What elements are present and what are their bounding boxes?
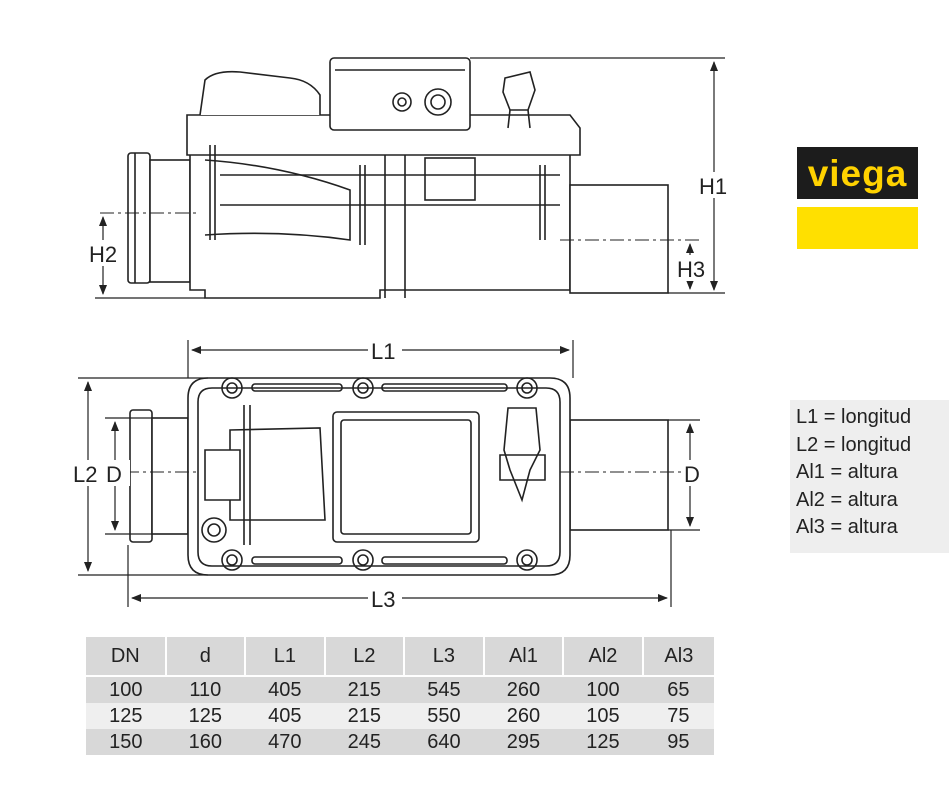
table-header-cell: DN — [86, 637, 166, 676]
table-cell: 105 — [563, 703, 643, 729]
side-outlet-pipe — [569, 184, 669, 294]
table-cell: 65 — [642, 675, 714, 703]
table-cell: 245 — [324, 729, 405, 755]
top-outlet-pipe — [569, 419, 669, 531]
table-row: 125 125 405 215 550 260 105 75 — [86, 703, 714, 729]
l1-label: L1 — [371, 339, 395, 364]
h1-label: H1 — [699, 174, 727, 199]
l3-label: L3 — [371, 587, 395, 612]
logo-wordmark: viega — [807, 152, 908, 194]
top-body-outline — [187, 377, 571, 576]
table-cell: 405 — [245, 703, 325, 729]
table-header-cell: L1 — [244, 637, 325, 676]
top-inlet-collar — [129, 409, 153, 543]
table-header-cell: d — [164, 637, 246, 676]
table-header-cell: L3 — [403, 637, 484, 676]
table-cell: 95 — [642, 729, 714, 755]
legend-item: Al1 = altura — [796, 461, 898, 483]
legend-item: L1 = longitud — [796, 406, 912, 428]
table-cell: 75 — [642, 703, 714, 729]
table-cell: 215 — [324, 675, 405, 703]
side-inlet-collar — [127, 152, 151, 284]
table-cell: 125 — [563, 729, 643, 755]
top-view — [100, 377, 700, 576]
table-cell: 545 — [404, 675, 484, 703]
table-cell: 260 — [483, 703, 564, 729]
table-cell: 405 — [245, 675, 325, 703]
legend-item: Al2 = altura — [796, 488, 898, 511]
top-inlet-pipe — [151, 417, 189, 535]
d-right-label: D — [684, 462, 700, 487]
dimensions-table: DN d L1 L2 L3 Al1 Al2 Al3 100 110 405 21… — [86, 637, 714, 755]
h2-label: H2 — [89, 242, 117, 267]
table-cell: 640 — [404, 729, 484, 755]
table-cell: 550 — [404, 703, 484, 729]
table-header-cell: Al3 — [641, 637, 714, 676]
table-cell: 100 — [563, 675, 643, 703]
legend-box: L1 = longitud L2 = longitud Al1 = altura… — [790, 400, 949, 553]
table-cell: 295 — [483, 729, 564, 755]
table-cell: 215 — [324, 703, 405, 729]
table-cell: 160 — [165, 729, 246, 755]
table-header-cell: Al1 — [482, 637, 564, 676]
table-cell: 470 — [245, 729, 325, 755]
logo-wordmark-box: viega — [797, 147, 918, 199]
h3-label: H3 — [677, 257, 705, 282]
table-header-cell: Al2 — [562, 637, 643, 676]
side-lid — [186, 114, 581, 156]
side-main-body — [189, 149, 571, 299]
legend-item: L2 = longitud — [796, 433, 912, 456]
table-cell: 260 — [483, 675, 564, 703]
table-row: 100 110 405 215 545 260 100 65 — [86, 675, 714, 703]
side-view — [100, 57, 700, 299]
side-inlet-pipe — [149, 159, 191, 283]
table-row: 150 160 470 245 640 295 125 95 — [86, 729, 714, 755]
logo-yellow-bar — [797, 207, 918, 249]
viega-logo: viega — [797, 147, 918, 249]
table-header-row: DN d L1 L2 L3 Al1 Al2 Al3 — [86, 637, 714, 676]
top-port — [201, 517, 227, 543]
table-cell: 150 — [86, 729, 166, 755]
l2-label: L2 — [73, 462, 97, 487]
d-left-label: D — [106, 462, 122, 487]
legend-item: Al3 = altura — [796, 516, 898, 538]
table-cell: 110 — [165, 675, 246, 703]
top-center-box — [332, 411, 480, 543]
table-cell: 125 — [165, 703, 246, 729]
table-cell: 125 — [86, 703, 166, 729]
table-header-cell: L2 — [323, 637, 405, 676]
table-cell: 100 — [86, 675, 166, 703]
